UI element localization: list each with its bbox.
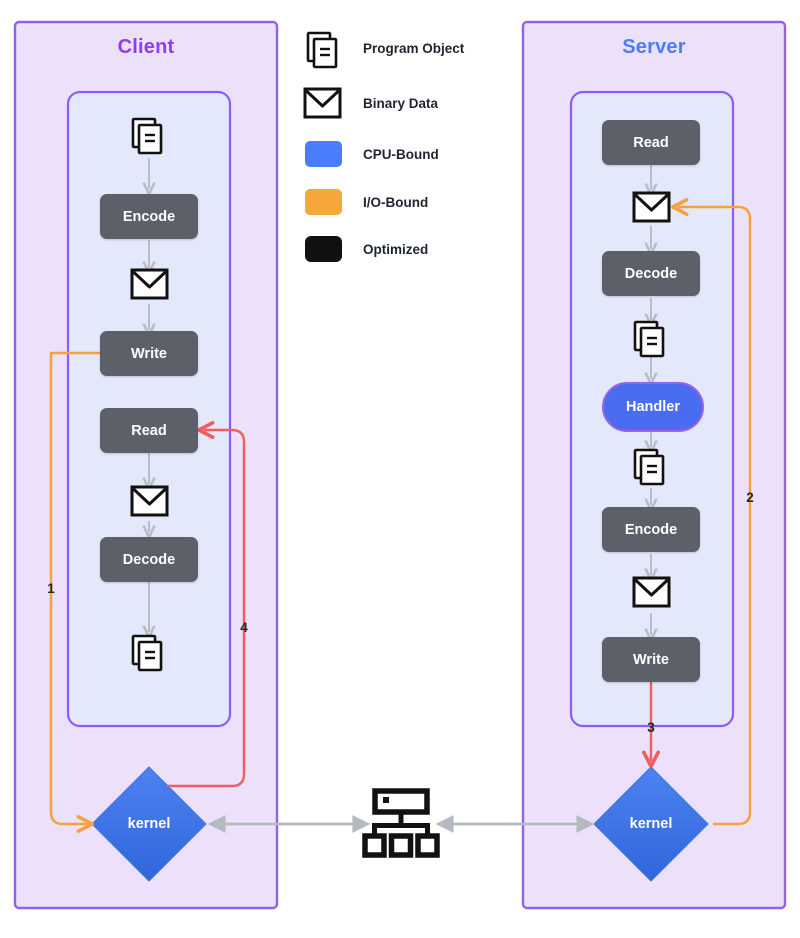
- flow-label-3: 3: [647, 719, 655, 735]
- server-title: Server: [622, 36, 686, 58]
- legend-cpu-bound-swatch: [305, 141, 342, 167]
- legend-label-program-object: Program Object: [363, 40, 465, 56]
- legend-label-io-bound: I/O-Bound: [363, 194, 429, 210]
- client-binary-data-icon-2: [130, 485, 169, 517]
- flow-2-path: [670, 197, 752, 826]
- legend-io-bound-swatch: [305, 189, 342, 215]
- server-binary-data-icon: [632, 191, 671, 223]
- flow-label-4: 4: [240, 619, 248, 635]
- legend-binary-data-icon: [303, 87, 342, 119]
- server-node-write[interactable]: Write: [602, 637, 700, 682]
- client-program-object-icon: [131, 117, 163, 155]
- server-kernel-node[interactable]: [593, 766, 709, 882]
- server-node-decode[interactable]: Decode: [602, 251, 700, 296]
- server-node-handler[interactable]: Handler: [602, 382, 704, 432]
- server-program-object-icon-2: [633, 448, 665, 486]
- flow-label-1: 1: [47, 580, 55, 596]
- legend-label-optimized: Optimized: [363, 241, 429, 257]
- network-switch-icon: [362, 788, 440, 858]
- flow-label-2: 2: [746, 489, 754, 505]
- client-binary-data-icon: [130, 268, 169, 300]
- legend-program-object-icon: [306, 31, 338, 69]
- client-program-object-icon-2: [131, 634, 163, 672]
- legend-optimized-swatch: [305, 236, 342, 262]
- client-node-encode[interactable]: Encode: [100, 194, 198, 239]
- server-binary-data-icon-2: [632, 576, 671, 608]
- legend-label-cpu-bound: CPU-Bound: [363, 146, 439, 162]
- server-node-encode[interactable]: Encode: [602, 507, 700, 552]
- server-program-object-icon: [633, 320, 665, 358]
- legend-label-binary-data: Binary Data: [363, 95, 439, 111]
- client-node-decode[interactable]: Decode: [100, 537, 198, 582]
- client-node-read[interactable]: Read: [100, 408, 198, 453]
- flow-4-path: [166, 421, 246, 788]
- client-kernel-node[interactable]: [91, 766, 207, 882]
- client-node-write[interactable]: Write: [100, 331, 198, 376]
- client-title: Client: [117, 36, 175, 58]
- server-node-read[interactable]: Read: [602, 120, 700, 165]
- flow-1-path: [49, 351, 105, 833]
